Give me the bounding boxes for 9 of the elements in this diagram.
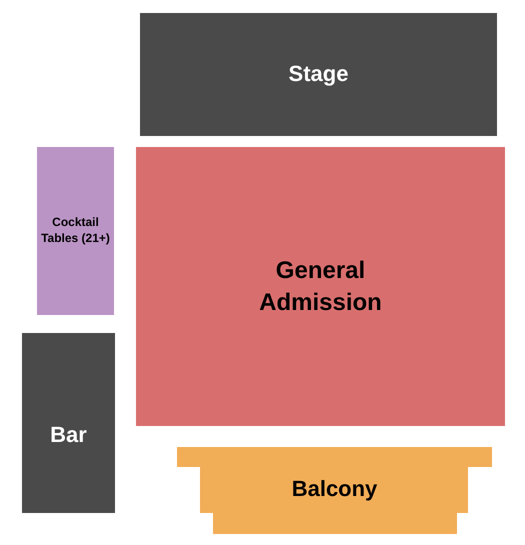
- seating-section: [37, 147, 114, 315]
- section-label: Cocktail Tables (21+): [40, 215, 110, 247]
- section-label: General Admission: [258, 256, 383, 318]
- section-label: Stage: [288, 60, 348, 88]
- seating-section: [136, 147, 505, 426]
- section-label: Balcony: [292, 475, 378, 504]
- bar-area: [22, 333, 115, 513]
- stage-area: [140, 13, 497, 136]
- section-label: Bar: [50, 420, 87, 449]
